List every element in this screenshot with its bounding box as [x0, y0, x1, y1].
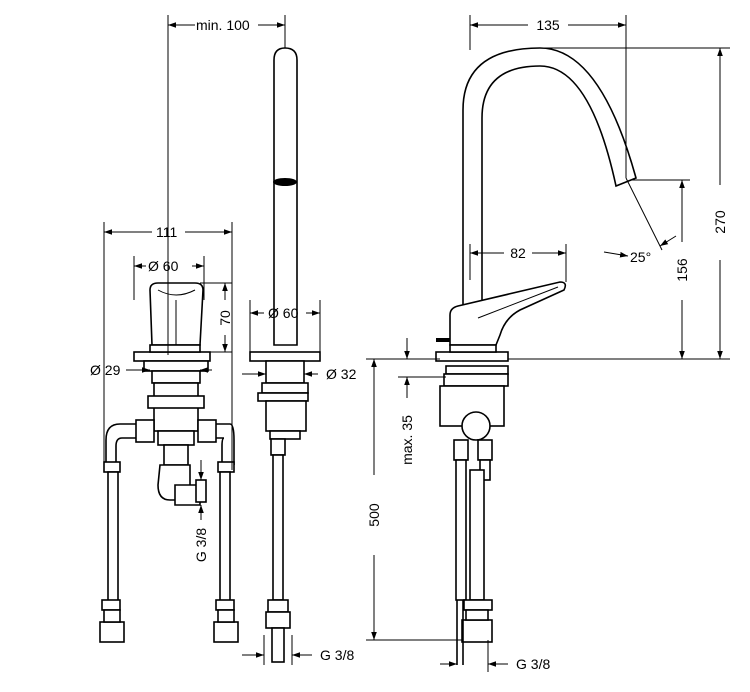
left-dimensions: min. 100 111 Ø 60 70 Ø 29 G 3/8	[90, 15, 286, 562]
dim-g38-left: G 3/8	[193, 528, 209, 562]
dim-135: 135	[536, 17, 560, 33]
dim-500: 500	[366, 503, 382, 527]
dim-diameter-60-spout: Ø 60	[268, 305, 299, 321]
dim-diameter-32: Ø 32	[326, 366, 357, 382]
dim-g38-right: G 3/8	[516, 656, 550, 672]
dim-82: 82	[510, 245, 526, 261]
dim-diameter-29: Ø 29	[90, 362, 121, 378]
valve-body-front-view	[99, 282, 239, 643]
dim-g38-mid: G 3/8	[320, 647, 354, 663]
dim-min-100: min. 100	[196, 17, 250, 33]
dim-70: 70	[217, 310, 233, 326]
middle-dimensions: Ø 60 Ø 32 G 3/8	[242, 300, 357, 665]
spout-side-view	[249, 47, 321, 663]
dim-111: 111	[156, 224, 177, 240]
right-dimensions: 135 270 156 82 25° max. 35 500	[366, 15, 730, 672]
dim-max-35: max. 35	[399, 415, 415, 465]
dim-diameter-60-handle: Ø 60	[148, 258, 179, 274]
dim-270: 270	[712, 210, 728, 234]
dim-25-degree: 25°	[630, 249, 651, 265]
faucet-side-view	[435, 47, 637, 665]
dim-156: 156	[674, 258, 690, 282]
